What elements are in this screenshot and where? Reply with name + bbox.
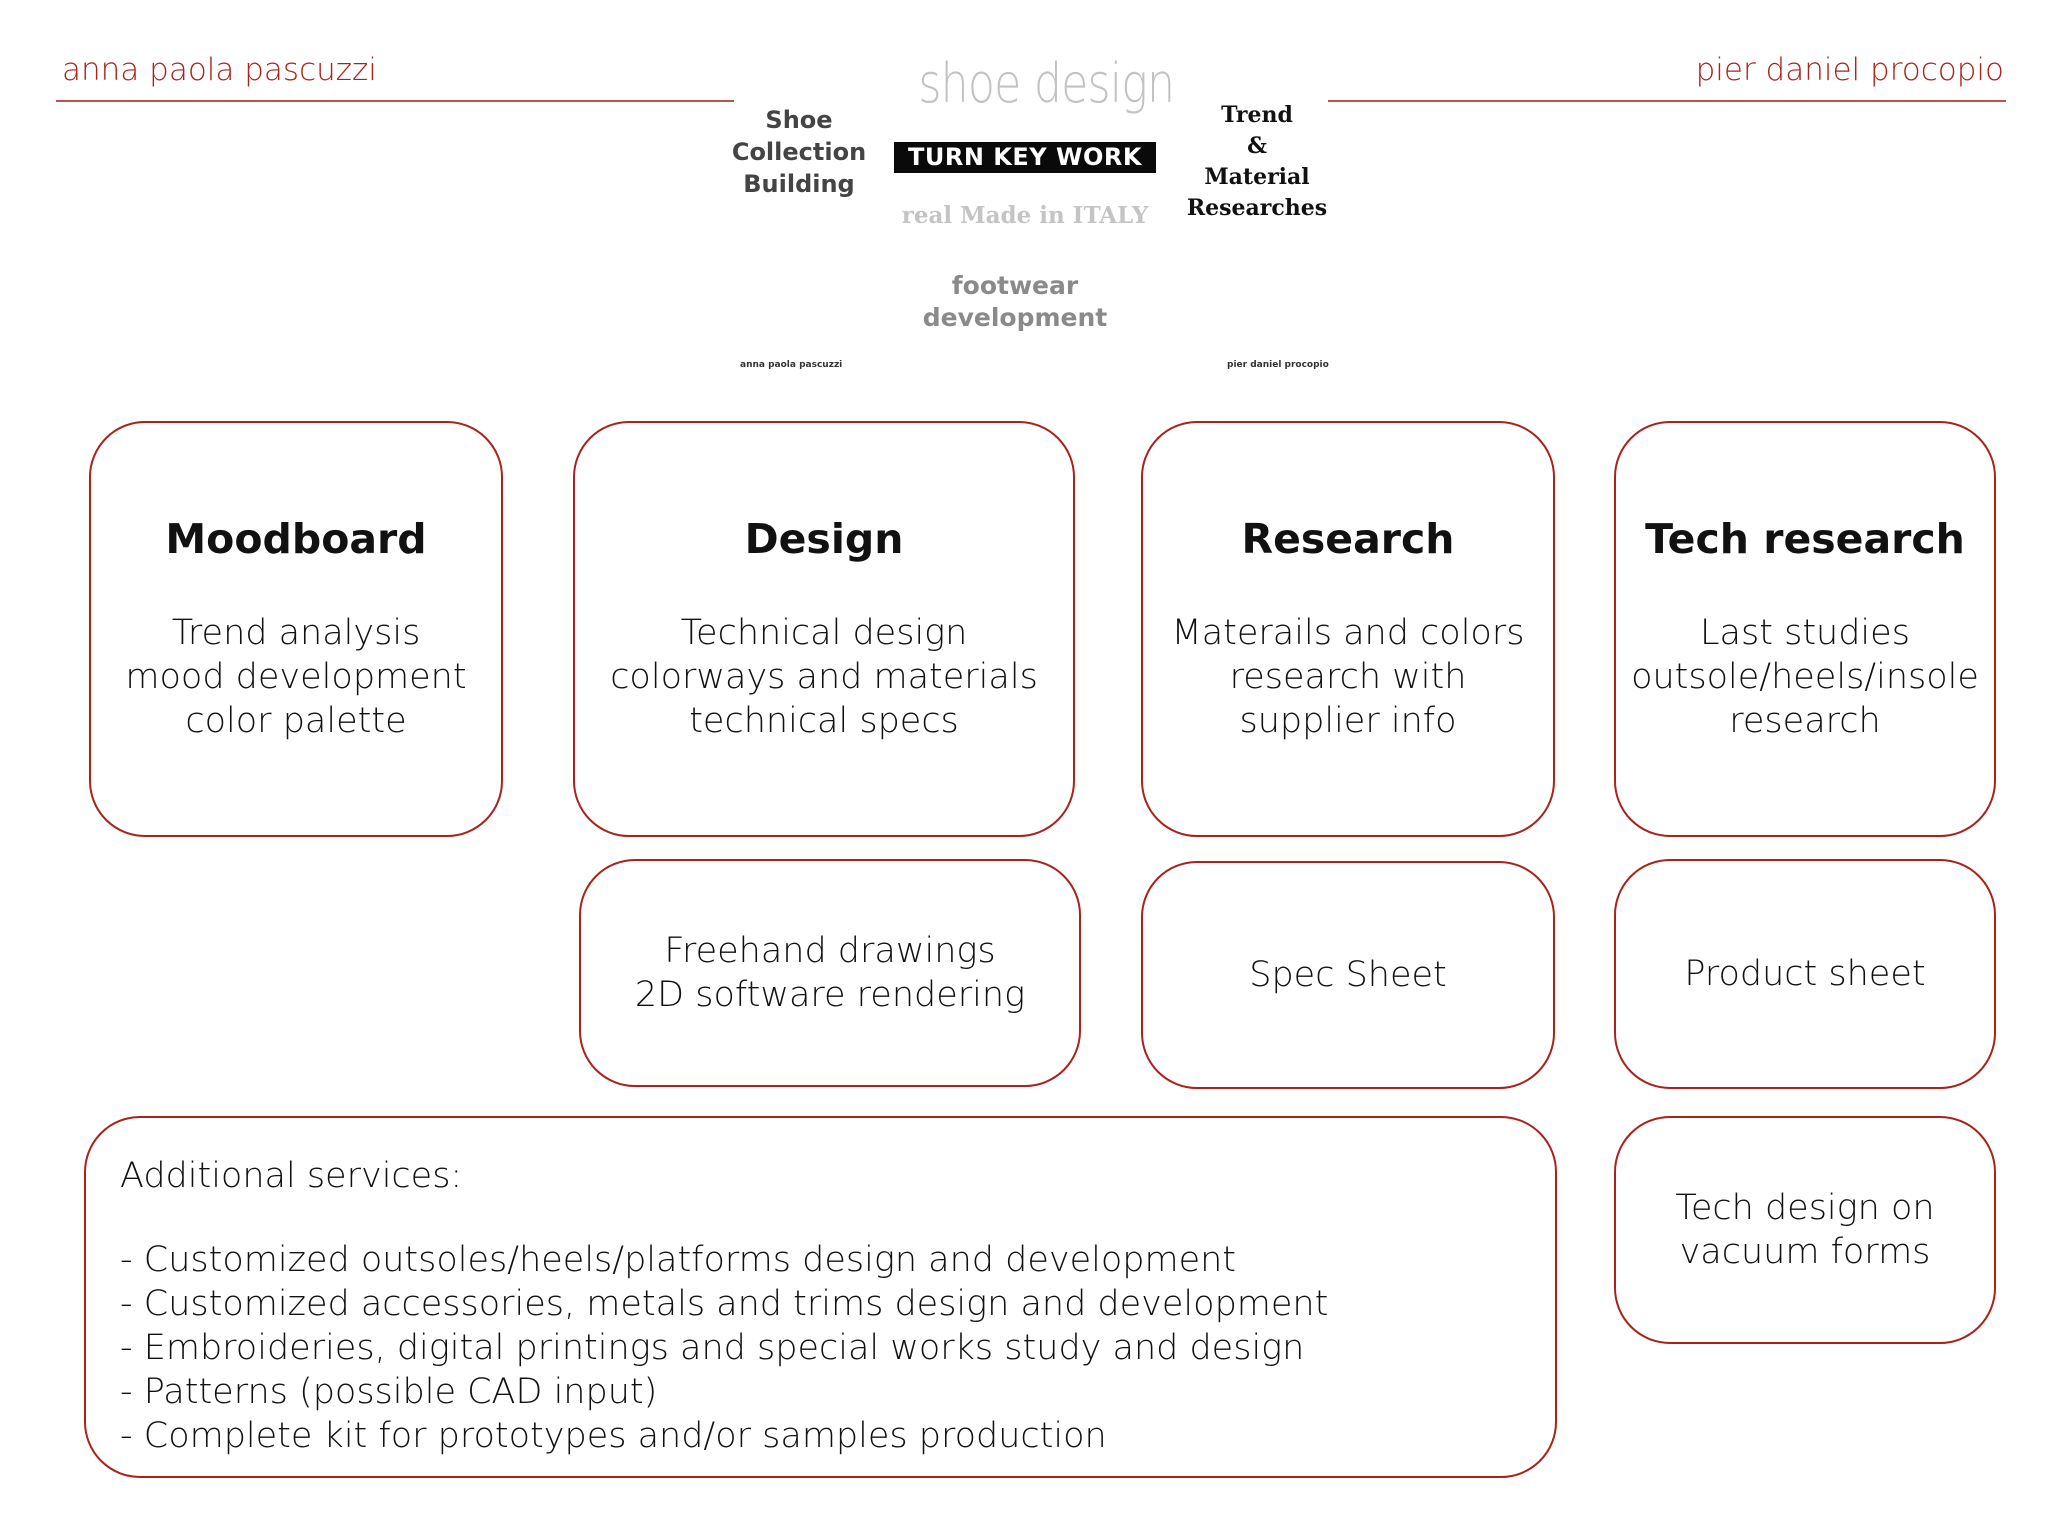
- moodboard-title: Moodboard: [165, 515, 427, 563]
- vacuum-forms-line: vacuum forms: [1679, 1232, 1931, 1272]
- additional-services-box: Additional services: - Customized outsol…: [84, 1116, 1557, 1478]
- logo-collection-line: Shoe: [765, 106, 833, 134]
- additional-services-item: - Patterns (possible CAD input): [120, 1372, 658, 1412]
- research-box: Research Materails and colors research w…: [1141, 421, 1555, 837]
- additional-services-list: - Customized outsoles/heels/platforms de…: [120, 1238, 1328, 1458]
- research-lines: Materails and colors research with suppl…: [1143, 611, 1553, 743]
- vacuum-forms-line: Tech design on: [1675, 1188, 1935, 1228]
- header-left-name: anna paola pascuzzi: [62, 52, 377, 88]
- logo-turn-key-work: TURN KEY WORK: [894, 142, 1156, 173]
- logo-trend-line: Material: [1204, 164, 1310, 190]
- tech-research-line: research: [1729, 701, 1881, 741]
- additional-services-item: - Embroideries, digital printings and sp…: [120, 1328, 1305, 1368]
- tech-research-lines: Last studies outsole/heels/insole resear…: [1616, 611, 1994, 743]
- research-line: Materails and colors: [1171, 613, 1525, 653]
- design-line: technical specs: [689, 701, 959, 741]
- logo-collection-line: Collection: [731, 138, 867, 166]
- logo-trend-line: Trend: [1221, 102, 1293, 128]
- logo-collection-line: Building: [743, 170, 855, 198]
- design-box: Design Technical design colorways and ma…: [573, 421, 1075, 837]
- spec-sheet-label: Spec Sheet: [1249, 955, 1447, 995]
- tech-research-box: Tech research Last studies outsole/heels…: [1614, 421, 1996, 837]
- freehand-box: Freehand drawings 2D software rendering: [579, 859, 1081, 1087]
- logo-small-left-name: anna paola pascuzzi: [740, 360, 843, 370]
- moodboard-line: Trend analysis: [171, 613, 421, 653]
- freehand-line: Freehand drawings: [664, 931, 996, 971]
- additional-services-title: Additional services:: [120, 1156, 463, 1196]
- tech-research-line: Last studies: [1700, 613, 1910, 653]
- product-sheet-box: Product sheet: [1614, 859, 1996, 1089]
- logo-trend-line: &: [1247, 133, 1267, 159]
- logo-footwear-development: footwear development: [895, 270, 1135, 334]
- logo-made-in-italy: real Made in ITALY: [901, 202, 1149, 229]
- logo-collection-building: Shoe Collection Building: [724, 104, 874, 200]
- design-line: colorways and materials: [610, 657, 1038, 697]
- tech-research-title: Tech research: [1645, 515, 1965, 563]
- logo-trend-line: Researches: [1186, 195, 1328, 221]
- research-title: Research: [1241, 515, 1455, 563]
- freehand-line: 2D software rendering: [634, 975, 1026, 1015]
- additional-services-item: - Complete kit for prototypes and/or sam…: [120, 1416, 1107, 1456]
- design-title: Design: [744, 515, 904, 563]
- vacuum-forms-box: Tech design on vacuum forms: [1614, 1116, 1996, 1344]
- header-right-divider: [1328, 100, 2006, 102]
- moodboard-lines: Trend analysis mood development color pa…: [91, 611, 501, 743]
- research-line: supplier info: [1239, 701, 1457, 741]
- header-right-name: pier daniel procopio: [1695, 52, 2004, 88]
- additional-services-item: - Customized accessories, metals and tri…: [120, 1284, 1329, 1324]
- moodboard-box: Moodboard Trend analysis mood developmen…: [89, 421, 503, 837]
- moodboard-line: color palette: [185, 701, 407, 741]
- logo-shoe-design: shoe design: [918, 52, 1175, 115]
- research-line: research with: [1229, 657, 1467, 697]
- logo-footwear-line: footwear: [951, 271, 1079, 300]
- tech-research-line: outsole/heels/insole: [1631, 657, 1979, 697]
- spec-sheet-box: Spec Sheet: [1141, 861, 1555, 1089]
- moodboard-line: mood development: [125, 657, 467, 697]
- design-line: Technical design: [680, 613, 968, 653]
- additional-services-item: - Customized outsoles/heels/platforms de…: [120, 1240, 1237, 1280]
- header-left-divider: [56, 100, 734, 102]
- logo-footwear-line: development: [922, 303, 1108, 332]
- logo-small-right-name: pier daniel procopio: [1227, 360, 1329, 370]
- logo-trend-material: Trend & Material Researches: [1182, 100, 1332, 224]
- design-lines: Technical design colorways and materials…: [575, 611, 1073, 743]
- product-sheet-label: Product sheet: [1684, 954, 1926, 994]
